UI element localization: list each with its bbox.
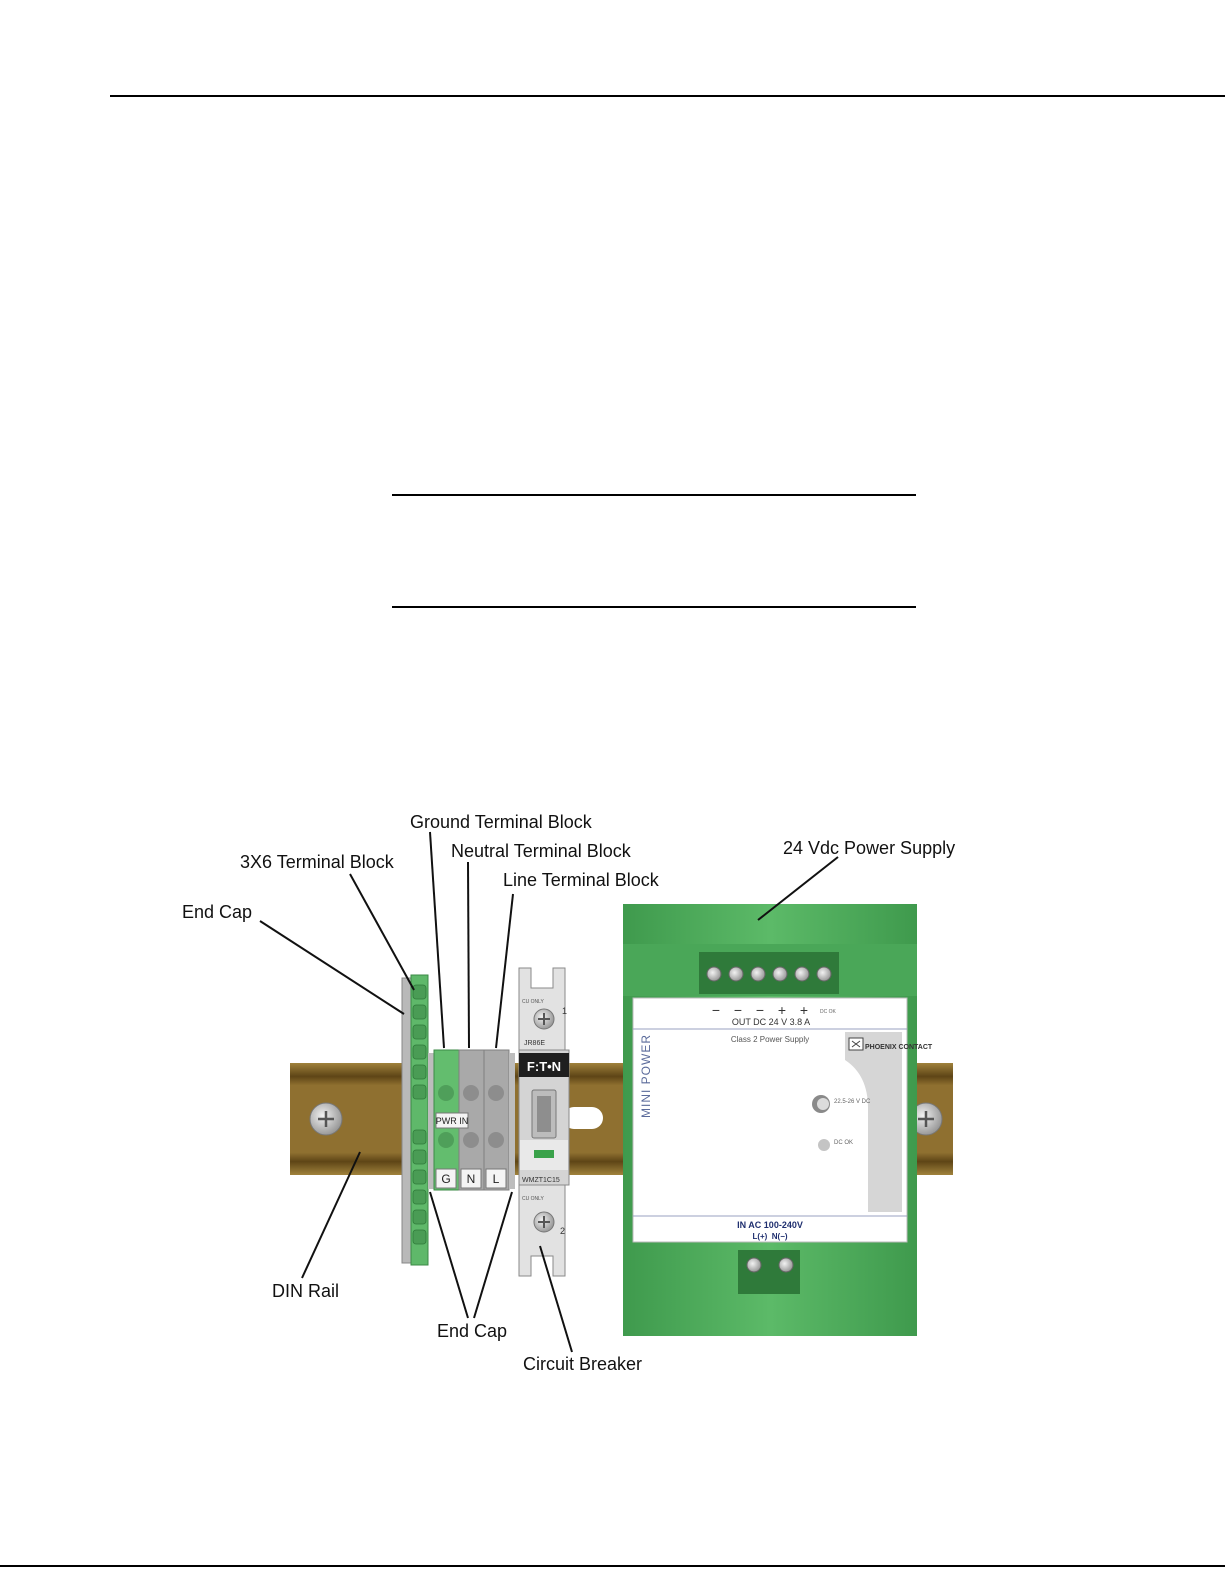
dc-ok-led-label: DC OK	[834, 1140, 853, 1146]
leader-end-cap-a	[429, 1191, 469, 1319]
power-supply: − − − + + DC OK OUT DC 24 V 3.8 A Class …	[623, 904, 933, 1336]
callout-power-supply: 24 Vdc Power Supply	[783, 838, 956, 858]
leader-3x6	[349, 873, 415, 991]
leader-end-cap-left	[259, 920, 405, 1015]
output-rating: OUT DC 24 V 3.8 A	[732, 1017, 810, 1027]
class-label: Class 2 Power Supply	[731, 1035, 809, 1044]
neutral-label: N	[467, 1172, 476, 1186]
callout-3x6-terminal-block: 3X6 Terminal Block	[240, 852, 394, 872]
callout-end-cap-left: End Cap	[182, 902, 253, 922]
note-rule-top	[392, 494, 916, 496]
leader-din-rail	[301, 1151, 361, 1279]
callout-line-terminal-block: Line Terminal Block	[503, 870, 659, 890]
input-rating: IN AC 100-240V	[737, 1220, 803, 1230]
leader-breaker	[539, 1245, 573, 1353]
breaker-brand: F:T•N	[527, 1059, 561, 1074]
voltage-adjust-potentiometer	[812, 1095, 830, 1113]
polarity-mark-5: +	[800, 1002, 808, 1018]
leader-ground	[429, 831, 445, 1049]
header-rule	[110, 95, 1225, 97]
breaker-bottom-screw	[533, 1211, 555, 1233]
footer-rule	[0, 1565, 1225, 1567]
phoenix-contact-logo: PHOENIX CONTACT	[848, 1037, 933, 1051]
product-name: MINI POWER	[639, 1034, 653, 1118]
output-terminal-screws	[706, 966, 832, 982]
leader-psu	[757, 856, 839, 921]
leader-neutral	[467, 861, 470, 1049]
breaker-model-top: JR86E	[524, 1040, 545, 1047]
leader-end-cap-b	[473, 1191, 513, 1319]
polarity-mark-4: +	[778, 1002, 786, 1018]
dc-ok-led	[818, 1139, 830, 1151]
brand-label: PHOENIX CONTACT	[865, 1044, 933, 1051]
breaker-cu-only-bottom: CU ONLY	[522, 1196, 545, 1202]
circuit-breaker: F:T•N 1 JR86E CU ONLY WMZT1C15 2 CU ONLY	[518, 967, 570, 1277]
breaker-position-bottom: 2	[560, 1226, 565, 1236]
polarity-mark-2: −	[734, 1002, 742, 1018]
breaker-model-bottom: WMZT1C15	[522, 1177, 560, 1184]
callout-neutral-terminal-block: Neutral Terminal Block	[451, 841, 631, 861]
input-terminal-labels: L(+) N(−)	[752, 1232, 787, 1241]
callout-ground-terminal-block: Ground Terminal Block	[410, 812, 592, 832]
voltage-adjust-label: 22.5-26 V DC	[834, 1099, 871, 1105]
ground-label: G	[441, 1172, 450, 1186]
polarity-mark-1: −	[712, 1002, 720, 1018]
breaker-position-top: 1	[562, 1006, 567, 1016]
dc-ok-small-label: DC OK	[820, 1009, 837, 1015]
breaker-top-screw	[533, 1008, 555, 1030]
callout-din-rail: DIN Rail	[272, 1281, 340, 1301]
input-terminal-screws	[746, 1257, 794, 1273]
polarity-mark-3: −	[756, 1002, 764, 1018]
callout-circuit-breaker: Circuit Breaker	[523, 1354, 643, 1374]
leader-line	[495, 893, 514, 1049]
ground-neutral-line-blocks: PWR IN G N L	[428, 1049, 515, 1191]
line-label: L	[493, 1172, 500, 1186]
three-by-six-terminal-block	[401, 974, 429, 1266]
note-rule-bottom	[392, 606, 916, 608]
rail-screw-left	[309, 1102, 343, 1136]
breaker-cu-only-top: CU ONLY	[522, 999, 545, 1005]
leader-lines	[259, 831, 839, 1353]
pwr-in-label: PWR IN	[436, 1116, 469, 1126]
callout-end-cap-bottom: End Cap	[437, 1321, 508, 1341]
